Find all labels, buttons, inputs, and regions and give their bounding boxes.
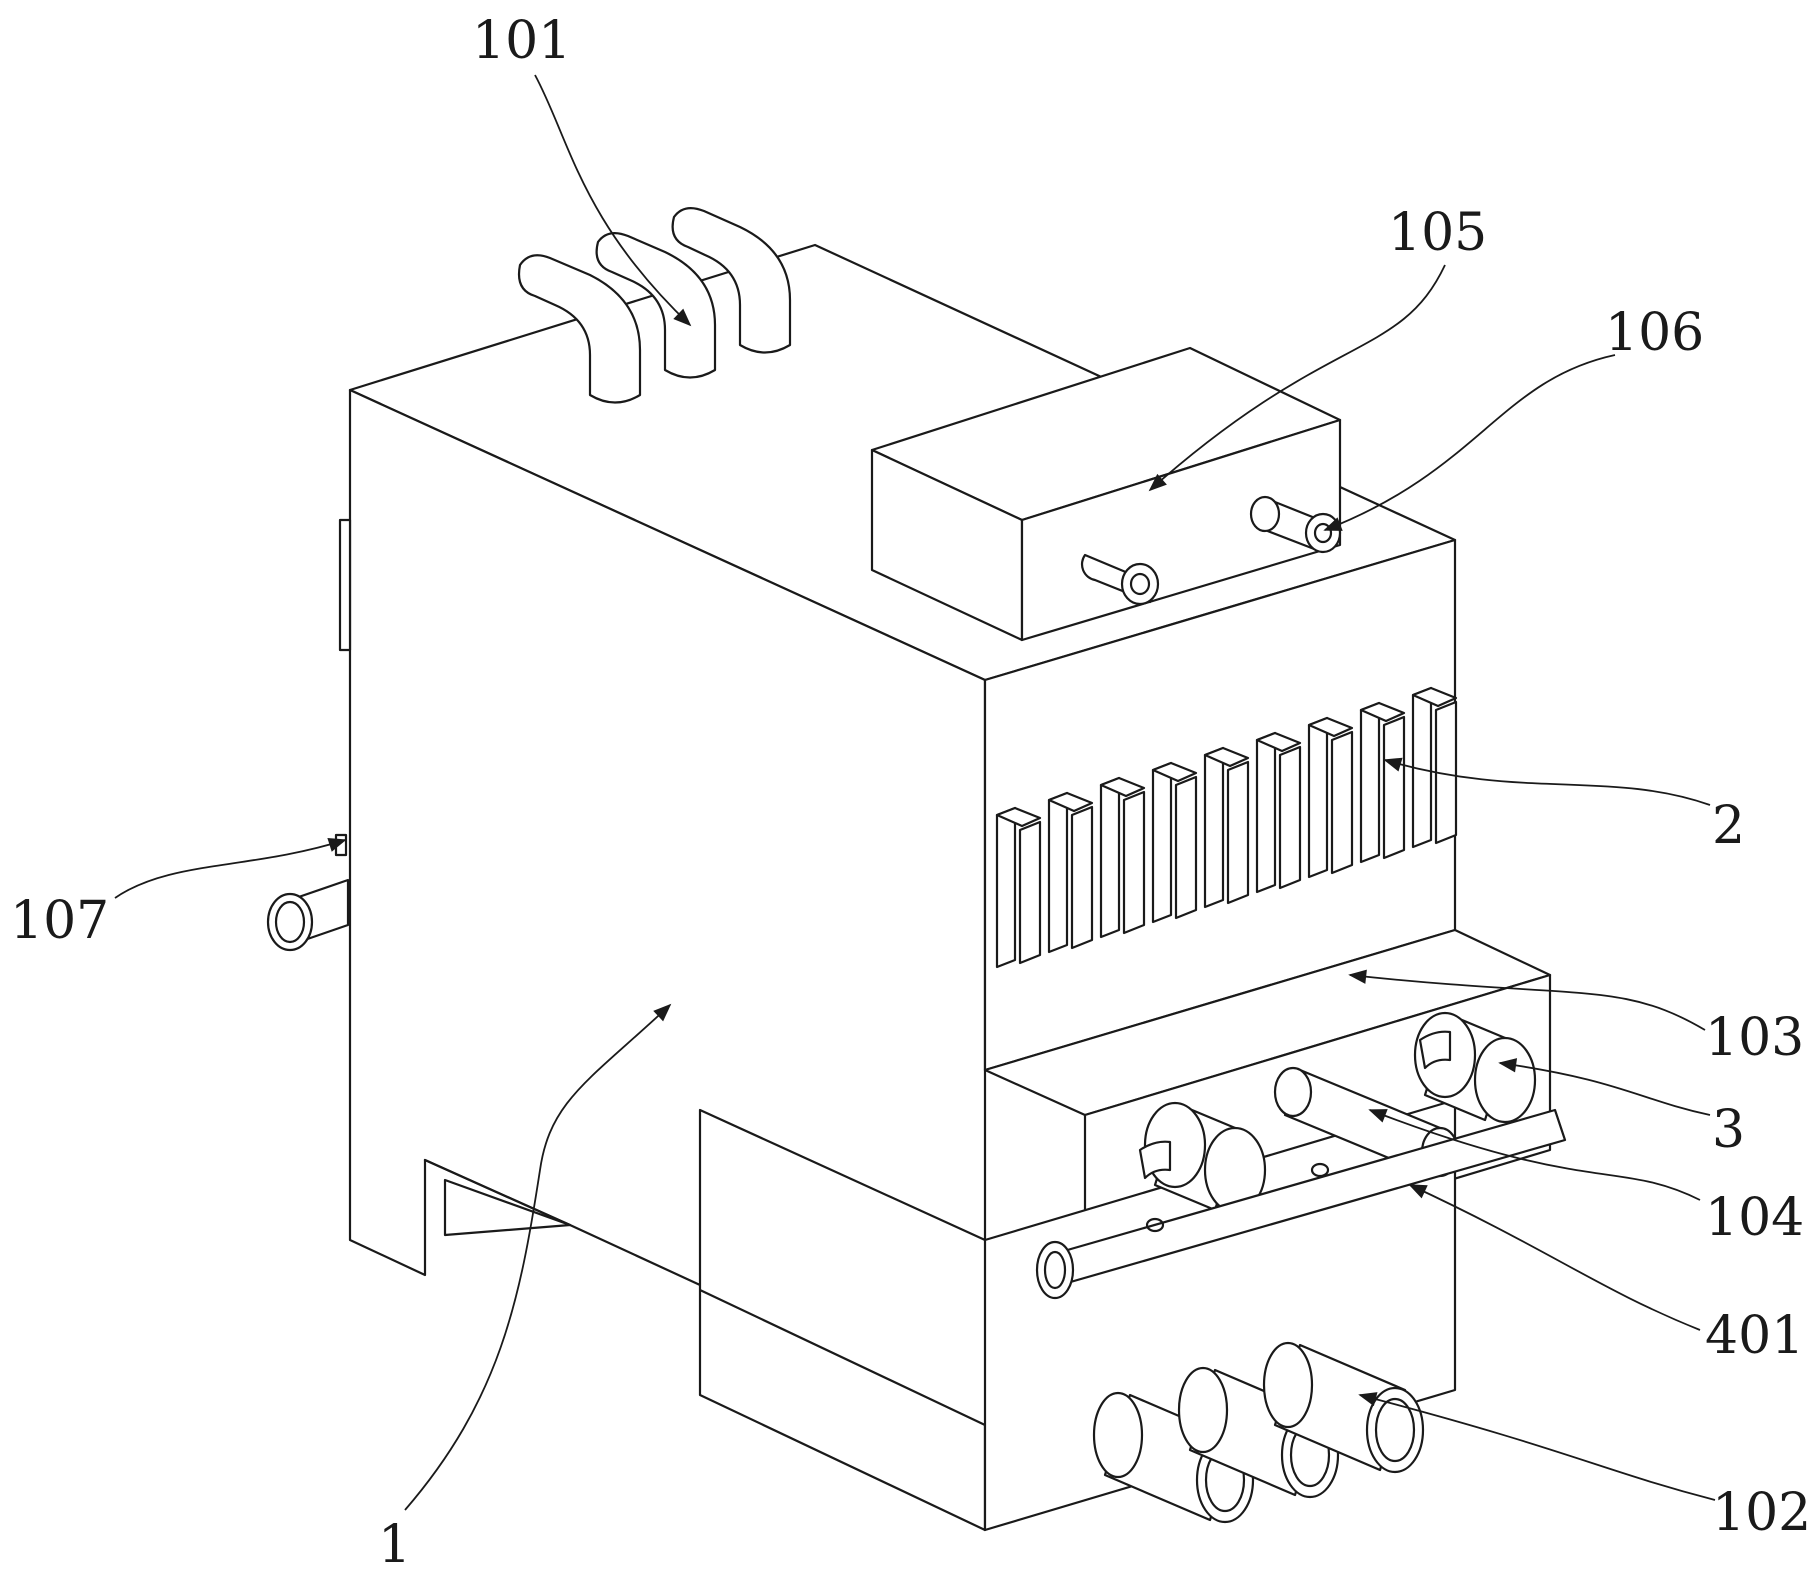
top-box-105 [870, 346, 1342, 642]
rod-401 [1035, 1108, 1567, 1300]
label-102: 102 [1712, 1483, 1811, 1543]
bottom-pipes-102 [1092, 1341, 1425, 1524]
cylinder-3 [1413, 1011, 1537, 1124]
cylinder-left-lower [1138, 1101, 1267, 1214]
label-104: 104 [1705, 1188, 1804, 1248]
box-tube-left [1080, 553, 1160, 606]
label-1: 1 [378, 1515, 411, 1575]
label-101: 101 [472, 11, 571, 71]
side-pipe-107 [266, 833, 350, 952]
label-401: 401 [1705, 1306, 1804, 1366]
label-105: 105 [1388, 203, 1487, 263]
fins-2 [995, 686, 1458, 969]
label-106: 106 [1605, 303, 1704, 363]
label-3: 3 [1712, 1100, 1745, 1160]
label-107: 107 [10, 891, 109, 951]
label-103: 103 [1705, 1008, 1804, 1068]
leader-lines [114, 74, 1716, 1511]
top-pipes-101 [517, 206, 792, 404]
box-tube-right [1249, 495, 1342, 554]
reference-labels: 101 105 106 2 107 103 3 104 401 1 102 [10, 11, 1811, 1575]
label-2: 2 [1712, 796, 1745, 856]
